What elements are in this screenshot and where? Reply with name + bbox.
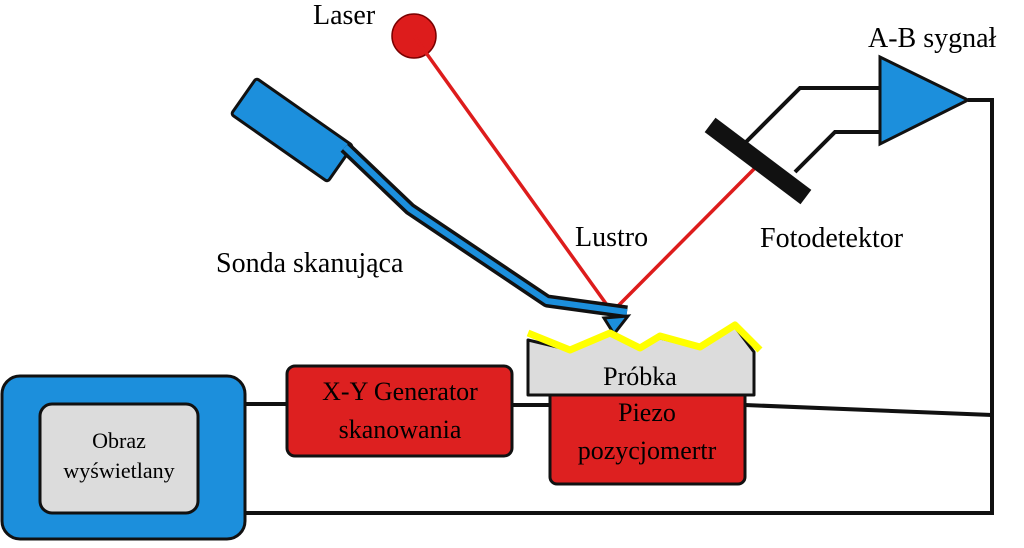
- laser-label: Laser: [313, 0, 376, 31]
- amplifier-triangle: [878, 54, 972, 147]
- probe-label: Sonda skanująca: [216, 248, 404, 279]
- sample-label: Próbka: [603, 362, 677, 391]
- scan-generator-box: [285, 364, 514, 458]
- sample-surface: [526, 321, 763, 354]
- wire-detector-to-amplifier-top: [738, 86, 880, 150]
- signal-label: A-B sygnał: [868, 23, 997, 54]
- laser-beams: [412, 34, 762, 314]
- probe-holder: [230, 77, 354, 183]
- probe-tip: [601, 314, 632, 337]
- probe-cantilever-core: [342, 144, 628, 315]
- laser-reflected-beam: [610, 161, 762, 314]
- photodetector: [704, 117, 812, 205]
- wire-piezo-to-feedback: [744, 403, 993, 417]
- mirror-label: Lustro: [575, 222, 648, 253]
- photodetector-label: Fotodetektor: [760, 223, 904, 254]
- laser-incident-beam: [412, 34, 614, 314]
- wire-detector-to-amplifier-bottom: [793, 130, 880, 174]
- display-screen: [38, 402, 200, 515]
- display-label-line1: Obraz: [92, 428, 146, 453]
- generator-label-line2: skanowania: [339, 415, 462, 444]
- piezo-label-line1: Piezo: [618, 398, 676, 427]
- wire-amplifier-output: [245, 98, 994, 515]
- display-label-line2: wyświetlany: [63, 458, 174, 483]
- wires: [245, 86, 994, 515]
- generator-label-line1: X-Y Generator: [322, 377, 478, 406]
- piezo-label-line2: pozycjomertr: [578, 436, 717, 465]
